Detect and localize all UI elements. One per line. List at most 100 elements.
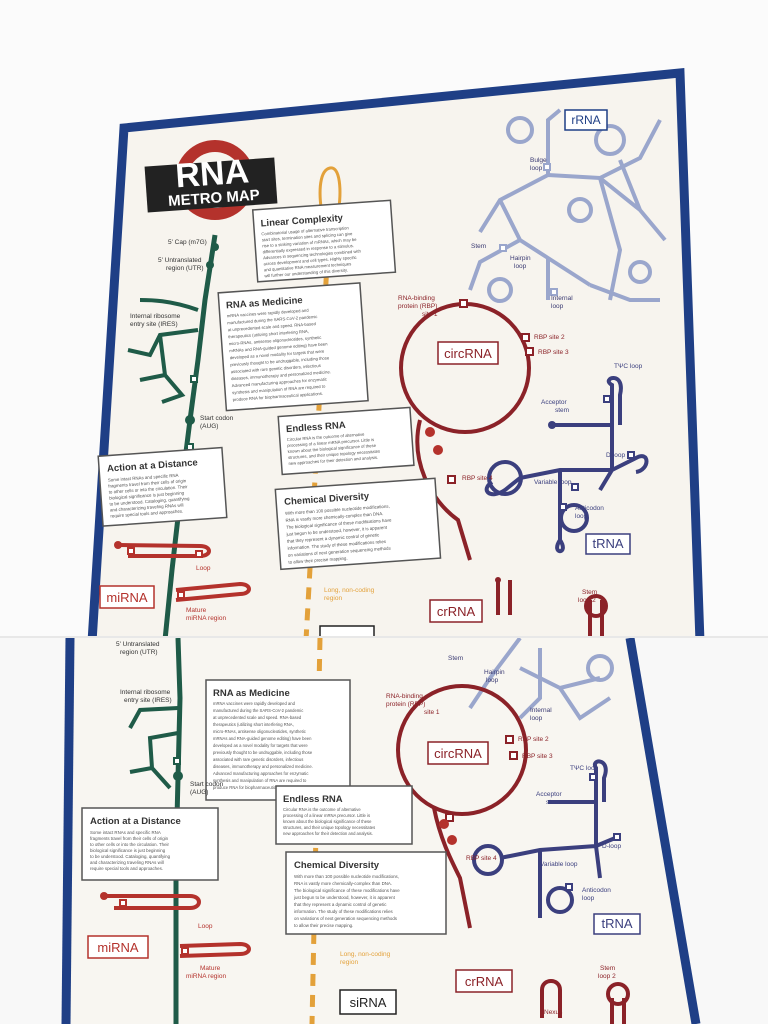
crrna-structure: [496, 580, 608, 638]
svg-text:loop: loop: [514, 263, 527, 270]
svg-text:miRNA region: miRNA region: [186, 615, 226, 622]
svg-text:Endless RNA: Endless RNA: [283, 794, 343, 805]
bottom-photo: circRNA tRNA miRNA crRNA siRNA RNA as Me…: [0, 638, 768, 1024]
box-endless-rna: Endless RNA Circular RNA is the outcome …: [277, 406, 415, 476]
svg-text:5' Untranslated: 5' Untranslated: [158, 257, 202, 264]
lncrna-top-loop: [318, 166, 342, 215]
svg-text:biological significance is jus: biological significance is just beginnin…: [90, 848, 166, 853]
svg-text:rise to a striking variation o: rise to a striking variation of mRNAs, w…: [262, 237, 357, 249]
svg-text:Hairpin: Hairpin: [510, 255, 531, 262]
svg-text:structures, and their unique t: structures, and their unique topology ne…: [288, 449, 380, 460]
svg-text:miRNA region: miRNA region: [186, 973, 226, 980]
svg-text:to be understood. Cataloging,: to be understood. Cataloging, quantifyin…: [90, 854, 171, 859]
svg-text:entry site (IRES): entry site (IRES): [124, 697, 172, 704]
svg-text:to allow their precise mapping: to allow their precise mapping.: [294, 923, 353, 928]
svg-text:Long, non-coding: Long, non-coding: [324, 587, 375, 594]
svg-text:site 1: site 1: [424, 709, 440, 716]
svg-text:Anticodon: Anticodon: [582, 887, 611, 894]
svg-text:Long, non-coding: Long, non-coding: [340, 951, 391, 958]
svg-text:that they represent a dynamic: that they represent a dynamic control of…: [294, 902, 387, 907]
svg-text:TΨC loop: TΨC loop: [614, 363, 643, 370]
svg-text:structures, and their unique t: structures, and their unique topology ne…: [283, 825, 375, 830]
svg-text:at unprecedented scale and spe: at unprecedented scale and speed. RNA-ba…: [213, 715, 302, 720]
box-action-distance-bottom: [81, 807, 219, 881]
svg-text:Stem: Stem: [471, 243, 486, 250]
logo: RNA METRO MAP: [144, 140, 278, 220]
svg-text:manufactured during the SARS-C: manufactured during the SARS-CoV-2 pande…: [213, 708, 303, 713]
svg-text:mRNAs and RNA-guided genome ed: mRNAs and RNA-guided genome editing) hav…: [213, 736, 312, 741]
svg-text:Anticodon: Anticodon: [575, 505, 604, 512]
top-poster-svg: RNA METRO MAP: [87, 68, 705, 638]
poster-paper: [90, 73, 700, 638]
svg-text:associated with rare genetic d: associated with rare genetic disorders, …: [213, 757, 303, 762]
svg-text:loop: loop: [486, 677, 499, 684]
svg-text:RNA as Medicine: RNA as Medicine: [226, 295, 303, 311]
svg-text:Advanced manufacturing approac: Advanced manufacturing approaches for en…: [232, 377, 328, 389]
svg-text:Stem: Stem: [582, 589, 597, 596]
svg-text:loop: loop: [551, 303, 564, 310]
svg-text:loop: loop: [582, 895, 595, 902]
ires-structure: [127, 298, 199, 404]
svg-text:Variable loop: Variable loop: [540, 861, 578, 868]
svg-text:(AUG): (AUG): [190, 789, 208, 796]
svg-text:Acceptor: Acceptor: [536, 791, 562, 798]
svg-text:stem: stem: [546, 799, 560, 806]
svg-text:diseases, immunotherapy and pe: diseases, immunotherapy and personalized…: [231, 369, 331, 381]
svg-text:Loop: Loop: [198, 923, 213, 930]
svg-text:Mature: Mature: [186, 607, 207, 614]
station-circrna: circRNA: [444, 346, 492, 361]
svg-text:RBP site 2: RBP site 2: [518, 736, 549, 743]
svg-text:Internal: Internal: [530, 707, 552, 714]
rna-medicine-body-bottom: mRNA vaccines were rapidly developed and…: [213, 701, 313, 790]
svg-text:protein (RBP): protein (RBP): [386, 701, 425, 708]
station-mirna-bottom: miRNA: [97, 940, 138, 955]
svg-text:Some intact RNAs and specific: Some intact RNAs and specific RNA: [108, 473, 179, 483]
svg-text:require special tools and appr: require special tools and approaches.: [110, 508, 183, 518]
svg-text:RBP site 2: RBP site 2: [534, 334, 565, 341]
svg-text:Advanced manufacturing approac: Advanced manufacturing approaches for en…: [213, 771, 308, 776]
svg-text:Circular RNA is the outcome of: Circular RNA is the outcome of alternati…: [283, 807, 361, 812]
svg-text:RBP site 4: RBP site 4: [466, 855, 497, 862]
svg-text:differentially expressed in re: differentially expressed in response to …: [263, 243, 355, 254]
svg-text:will further our understanding: will further our understanding of this d…: [264, 267, 348, 278]
svg-text:produce RNA for biopharmaceuti: produce RNA for biopharmaceutical applic…: [232, 391, 323, 402]
svg-text:RBP site 4: RBP site 4: [462, 475, 493, 482]
svg-text:developed as a novel modality: developed as a novel modality for target…: [213, 743, 308, 748]
svg-text:processing of a linear mRNA pr: processing of a linear mRNA precursor. L…: [287, 437, 374, 448]
svg-text:Bulge: Bulge: [530, 157, 547, 164]
poster-frame: [87, 68, 705, 638]
action-distance-body: Some intact RNAs and specific RNA fragme…: [108, 473, 190, 519]
svg-text:loop 2: loop 2: [598, 973, 616, 980]
svg-text:previously thought to be undru: previously thought to be undruggable, in…: [213, 750, 313, 755]
svg-text:Start codon: Start codon: [190, 781, 224, 788]
svg-text:D-loop: D-loop: [602, 843, 622, 850]
svg-text:RBP site 3: RBP site 3: [538, 349, 569, 356]
trna-structure: [484, 376, 649, 554]
svg-text:to other cells or into the cir: to other cells or into the circulation. …: [90, 842, 170, 847]
box-rna-medicine-bottom: [205, 679, 351, 801]
svg-text:new approaches for their detec: new approaches for their detection and a…: [288, 455, 378, 466]
svg-text:entry site (IRES): entry site (IRES): [130, 321, 178, 328]
svg-text:fragments travel from their ce: fragments travel from their cells of ori…: [108, 478, 187, 488]
svg-text:require special tools and appr: require special tools and approaches.: [90, 866, 163, 871]
svg-text:to allow their precise mapping: to allow their precise mapping.: [288, 556, 348, 565]
svg-text:Chemical Diversity: Chemical Diversity: [294, 860, 380, 871]
box-chemical-diversity-bottom: [285, 851, 447, 935]
svg-text:therapeutics (utilizing short: therapeutics (utilizing short interferin…: [213, 722, 294, 727]
svg-text:Advances in sequencing technol: Advances in sequencing technologies comb…: [263, 248, 362, 260]
svg-text:to be understood. Cataloging,: to be understood. Cataloging, quantifyin…: [109, 496, 190, 507]
svg-text:Internal: Internal: [551, 295, 573, 302]
svg-text:Circular RNA is the outcome of: Circular RNA is the outcome of alternati…: [287, 432, 366, 442]
svg-text:stem: stem: [555, 407, 569, 414]
svg-text:The biological significance of: The biological significance of these mod…: [294, 888, 400, 893]
svg-text:diseases, immunotherapy and pe: diseases, immunotherapy and personalized…: [213, 764, 313, 769]
station-rrna: rRNA: [571, 113, 600, 127]
svg-text:known about the biological sig: known about the biological significance …: [283, 819, 372, 824]
svg-text:developed as a novel modality: developed as a novel modality for target…: [230, 349, 326, 361]
photo-divider: [0, 636, 768, 639]
station-mirna: miRNA: [106, 590, 147, 605]
svg-text:processing of a linear mRNA pr: processing of a linear mRNA precursor. L…: [283, 813, 370, 818]
label-cap: 5' Cap (m7G): [168, 239, 207, 246]
svg-text:Mature: Mature: [200, 965, 221, 972]
svg-text:RNA as Medicine: RNA as Medicine: [213, 688, 290, 699]
